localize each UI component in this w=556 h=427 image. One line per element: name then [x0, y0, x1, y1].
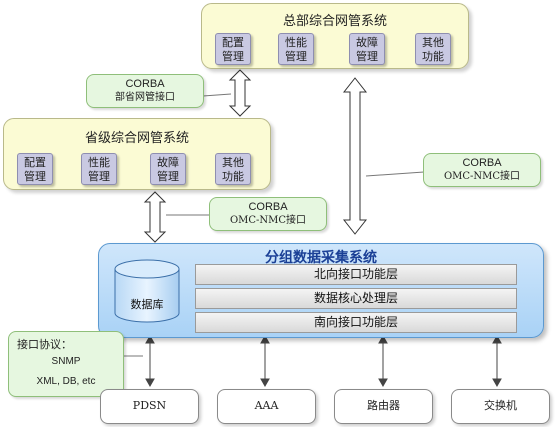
prov-collect-arrow — [143, 191, 167, 243]
prov-other-module: 其他功能 — [215, 153, 251, 185]
device-link-switch — [492, 334, 502, 388]
northbound-layer: 北向接口功能层 — [195, 264, 517, 285]
database-icon — [114, 259, 180, 323]
database-label: 数据库 — [130, 298, 164, 311]
prov-title: 省级综合网管系统 — [84, 131, 189, 146]
device-router: 路由器 — [334, 389, 433, 424]
prov-collect-protocol: CORBA — [248, 201, 288, 213]
hq-title: 总部综合网管系统 — [282, 14, 387, 29]
device-aaa: AAA — [217, 389, 316, 424]
protocol-xml-db: XML, DB, etc — [36, 376, 96, 387]
hq-prov-protocol: CORBA — [125, 78, 165, 90]
prov-collect-interface-callout: CORBA OMC-NMC接口 — [209, 197, 327, 231]
prov-collect-interface: OMC-NMC接口 — [229, 215, 307, 226]
prov-panel: 省级综合网管系统 配置管理 性能管理 故障管理 其他功能 — [3, 118, 271, 190]
southbound-layer: 南向接口功能层 — [195, 312, 517, 333]
hq-other-module: 其他功能 — [415, 33, 451, 65]
prov-performance-module: 性能管理 — [81, 153, 117, 185]
core-processing-layer: 数据核心处理层 — [195, 288, 517, 309]
protocol-title: 接口协议： — [17, 338, 72, 351]
device-link-aaa — [260, 334, 270, 388]
hq-collect-interface-callout: CORBA OMC-NMC接口 — [423, 153, 541, 187]
hq-prov-arrow — [228, 69, 252, 117]
hq-config-module: 配置管理 — [215, 33, 251, 65]
hq-collect-interface: OMC-NMC接口 — [443, 171, 521, 182]
hq-collect-arrow — [342, 77, 368, 235]
collection-system-title: 分组数据采集系统 — [265, 250, 377, 266]
hq-prov-interface-callout: CORBA 部省网管接口 — [86, 74, 204, 108]
device-pdsn: PDSN — [100, 389, 199, 424]
hq-panel: 总部综合网管系统 配置管理 性能管理 故障管理 其他功能 — [201, 3, 469, 69]
device-link-router — [378, 334, 388, 388]
prov-fault-module: 故障管理 — [150, 153, 186, 185]
collection-system-panel: 分组数据采集系统 数据库 北向接口功能层 数据核心处理层 南向接口功能层 — [98, 243, 544, 338]
protocol-callout: 接口协议： SNMP XML, DB, etc — [8, 331, 124, 397]
device-link-pdsn — [145, 334, 155, 388]
hq-performance-module: 性能管理 — [278, 33, 314, 65]
hq-collect-protocol: CORBA — [462, 157, 502, 169]
protocol-snmp: SNMP — [51, 356, 81, 367]
device-switch: 交换机 — [451, 389, 550, 424]
hq-prov-interface: 部省网管接口 — [115, 92, 175, 103]
hq-fault-module: 故障管理 — [349, 33, 385, 65]
prov-config-module: 配置管理 — [17, 153, 53, 185]
